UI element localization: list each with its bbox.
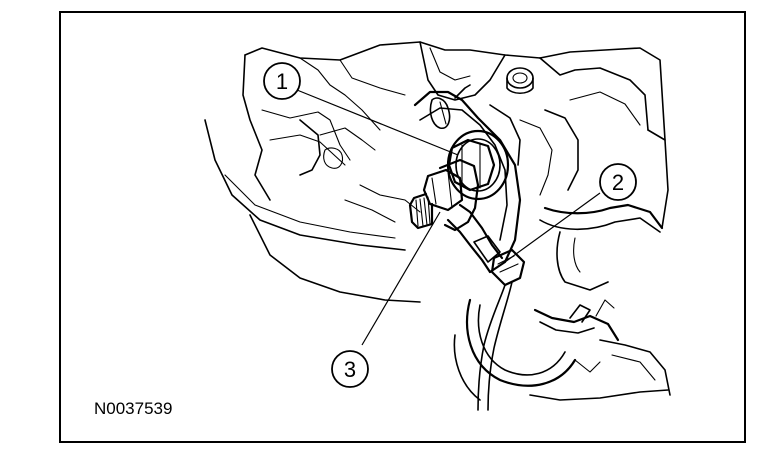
callout-1: 1 [263, 62, 301, 100]
callout-2: 2 [599, 163, 637, 201]
figure-id-label: N0037539 [94, 399, 172, 418]
callout-1-leader [296, 89, 459, 156]
knock-sensor-drawing [408, 158, 526, 411]
engine-block-drawing [204, 41, 666, 303]
callout-3-number: 3 [344, 357, 356, 382]
callout-2-leader [504, 192, 601, 263]
callout-3-leader [361, 211, 441, 346]
lower-bracket-drawing [453, 129, 671, 401]
callout-3: 3 [331, 350, 369, 388]
callout-1-number: 1 [276, 69, 288, 94]
mounting-flange-drawing [413, 84, 522, 274]
figure-frame [59, 11, 746, 443]
callout-2-number: 2 [612, 170, 624, 195]
